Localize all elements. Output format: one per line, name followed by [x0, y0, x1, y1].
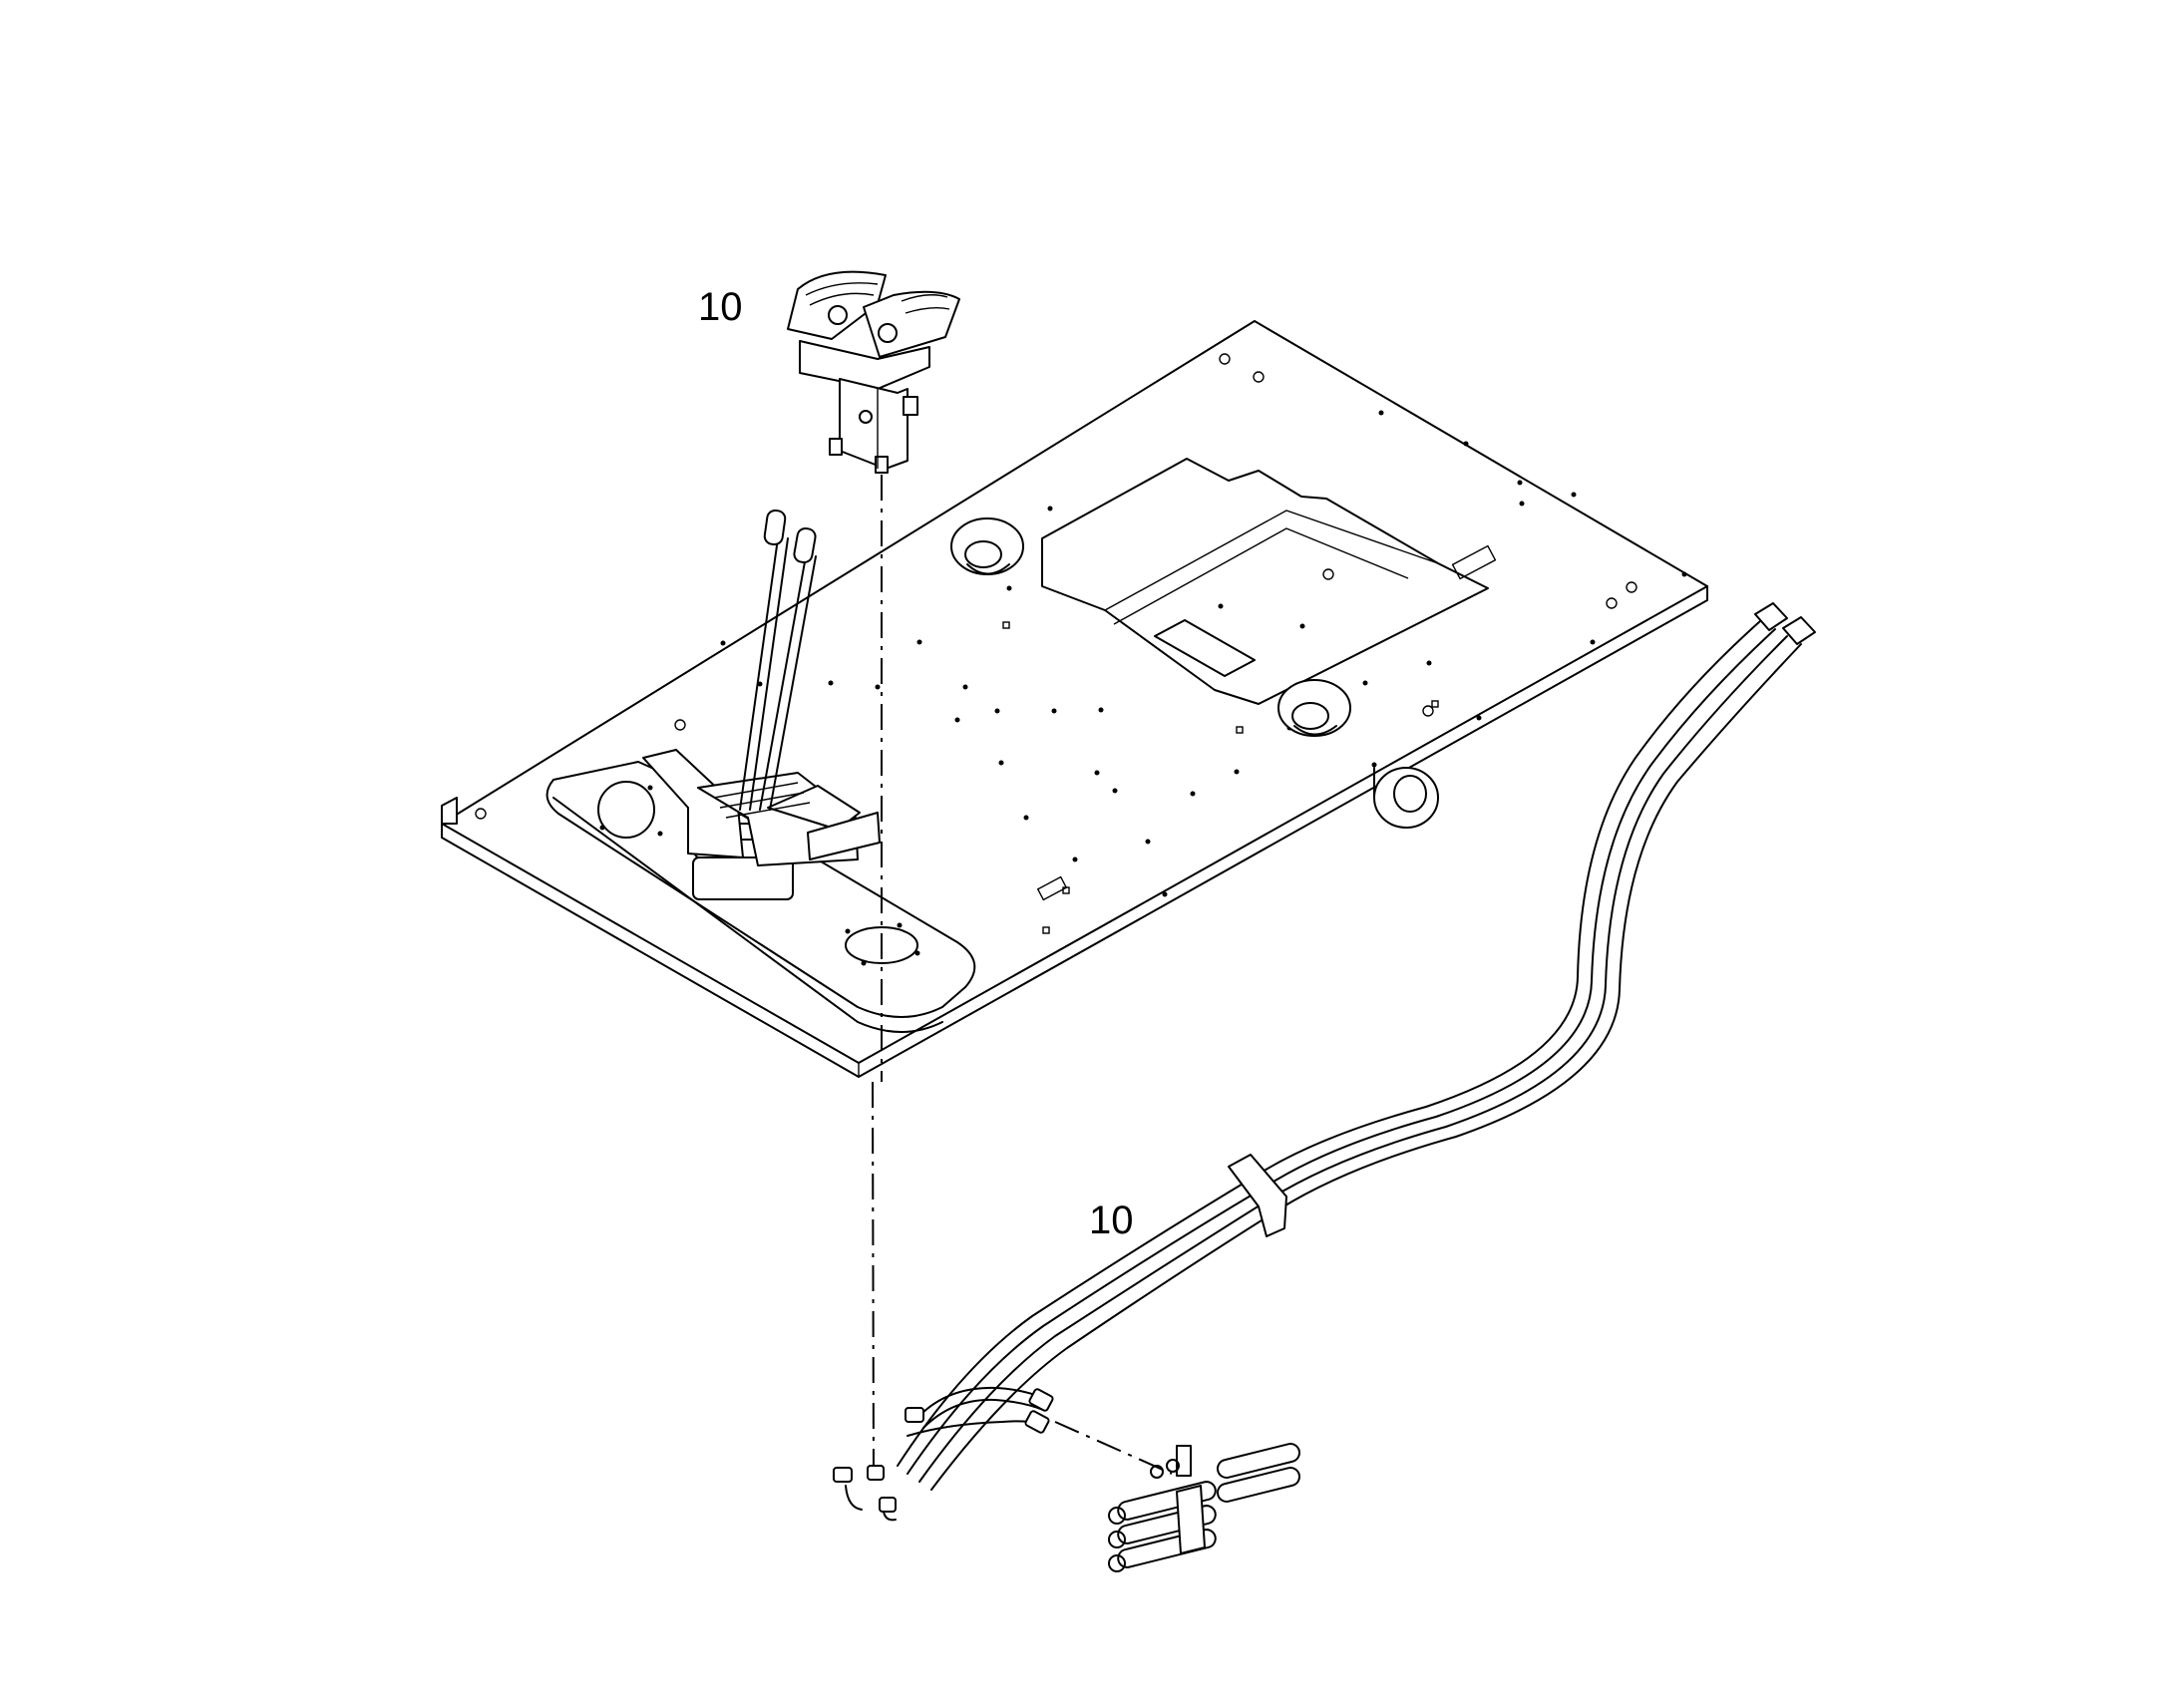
plate-holes: [475, 353, 1687, 934]
central-opening: [1036, 458, 1497, 901]
floor-plate: [441, 320, 1708, 1078]
eye-mounts: [950, 517, 1439, 829]
callout-number-lower: 10: [1089, 1198, 1134, 1242]
assembly-axis-lines: [872, 475, 1173, 1477]
hose-connector-block: [1108, 1443, 1301, 1572]
callout-number-upper: 10: [698, 285, 743, 329]
upper-pedal-module: [787, 270, 960, 474]
hose-assembly: [833, 602, 1816, 1522]
pedal-valve-assembly: [642, 509, 881, 900]
